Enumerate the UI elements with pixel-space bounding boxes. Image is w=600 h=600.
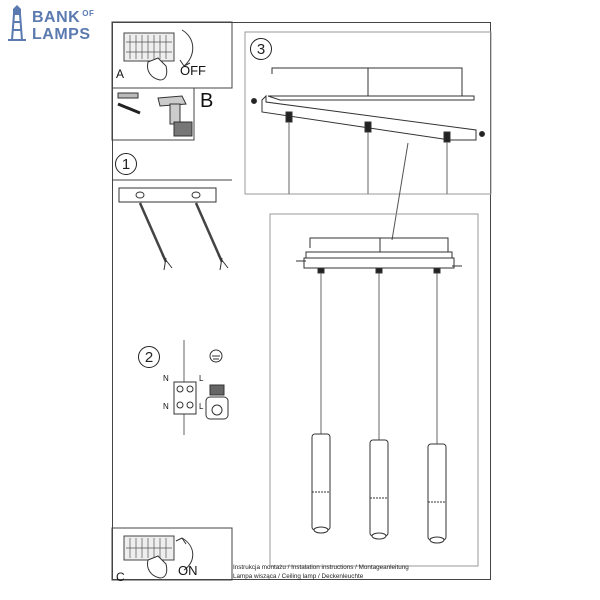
footer-note: Instrukcja montażu / Instalation instruc… — [233, 563, 409, 581]
logo-of: OF — [82, 9, 95, 18]
footer-line1: Instrukcja montażu / Instalation instruc… — [233, 564, 409, 571]
lamp-shade-3 — [427, 443, 447, 544]
panel-a-off-label: OFF — [180, 63, 206, 78]
lighthouse-icon — [8, 5, 26, 41]
panel-a-label: A — [116, 67, 125, 81]
footer-line2: Lampa wisząca / Ceiling lamp / Deckenleu… — [233, 573, 364, 580]
panel-b-tools — [111, 22, 233, 141]
step1-number: 1 — [115, 153, 137, 175]
lamp-shade-1 — [311, 433, 331, 534]
panel-b-label: B — [200, 90, 214, 112]
logo-line1: BANK — [32, 9, 81, 26]
wire-neutral-top: N — [163, 374, 169, 383]
step2-number: 2 — [138, 346, 160, 368]
step3-number: 3 — [250, 38, 272, 60]
wire-live-bottom: L — [199, 402, 204, 411]
assembled-lamp — [269, 213, 479, 567]
panel-c-label: C — [116, 570, 125, 584]
instruction-sheet-frame — [112, 22, 491, 580]
panel-a-switch-off — [111, 21, 233, 89]
panel-c-switch-on — [111, 527, 233, 581]
step1-ceiling-plate — [112, 179, 232, 271]
wire-neutral-bottom: N — [163, 402, 169, 411]
panel-c-on-label: ON — [178, 563, 198, 578]
logo-line2: LAMPS — [32, 26, 91, 43]
lamp-shade-2 — [369, 439, 389, 540]
step3-mounting — [244, 31, 492, 195]
step2-wiring — [173, 340, 229, 435]
wire-live-top: L — [199, 374, 204, 383]
